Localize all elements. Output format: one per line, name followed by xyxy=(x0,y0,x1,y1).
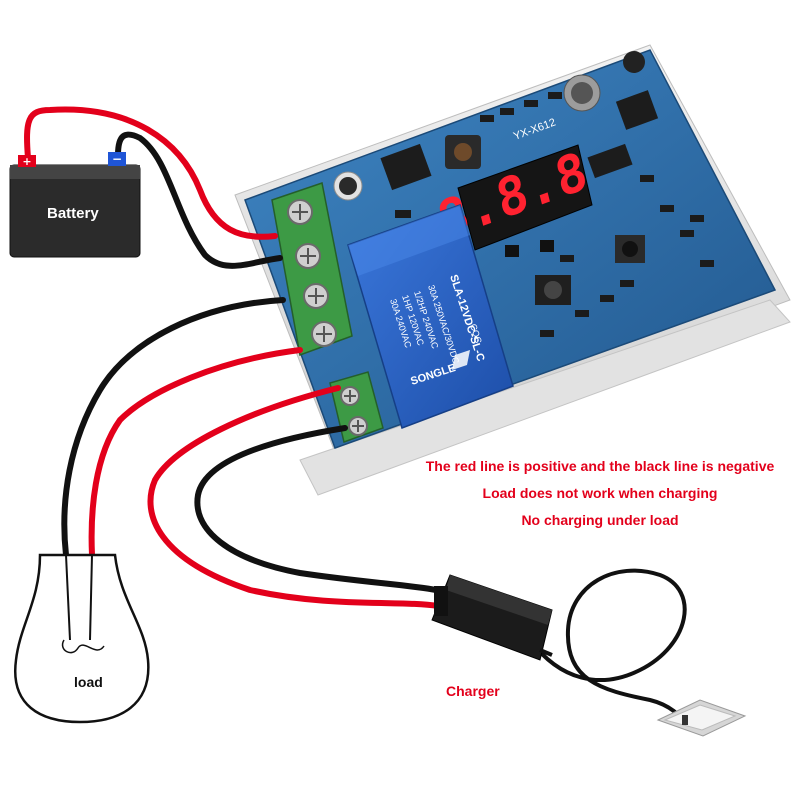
charger-positive-wire xyxy=(147,385,441,609)
charger-negative-wire xyxy=(194,425,439,593)
wall-socket-icon xyxy=(656,699,747,737)
buzzer xyxy=(623,51,645,73)
filament xyxy=(61,639,105,654)
battery-icon: + − xyxy=(9,152,141,258)
load-label: load xyxy=(74,674,103,690)
relay-icon: 30A 240VAC 1HP 120VAC 1/2HP 240VAC 30A 2… xyxy=(347,204,514,429)
control-board: YX-X612 xyxy=(244,49,777,449)
controller-chip xyxy=(587,143,633,179)
charger-icon xyxy=(431,574,553,661)
terminal-screw-4 xyxy=(311,321,337,347)
battery-negative-wire xyxy=(115,131,283,269)
wires xyxy=(24,106,692,730)
regulator-chip xyxy=(380,143,432,191)
note-no-charging: No charging under load xyxy=(521,512,679,528)
terminal-screw-1 xyxy=(287,199,313,225)
terminal-screw-2 xyxy=(295,243,321,269)
battery-positive-terminal xyxy=(18,155,36,167)
minus-icon: − xyxy=(112,152,122,166)
transistor-chip xyxy=(615,90,659,130)
note-load-charging: Load does not work when charging xyxy=(482,485,718,501)
battery-label: Battery xyxy=(47,205,99,222)
light-bulb-icon xyxy=(13,553,150,724)
charger-terminal-block xyxy=(329,371,384,443)
battery-positive-wire xyxy=(24,106,278,240)
relay-logo xyxy=(452,350,470,370)
mains-cord xyxy=(528,568,692,730)
main-terminal-block xyxy=(271,182,353,357)
charger-label: Charger xyxy=(446,683,500,699)
plus-icon: + xyxy=(22,155,31,168)
smd-components xyxy=(395,92,714,337)
load-negative-wire xyxy=(61,297,286,558)
terminal-screw-3 xyxy=(303,283,329,309)
plug xyxy=(682,715,688,725)
battery-negative-terminal xyxy=(108,152,126,166)
note-polarity: The red line is positive and the black l… xyxy=(425,458,775,474)
load-positive-wire xyxy=(88,347,303,558)
